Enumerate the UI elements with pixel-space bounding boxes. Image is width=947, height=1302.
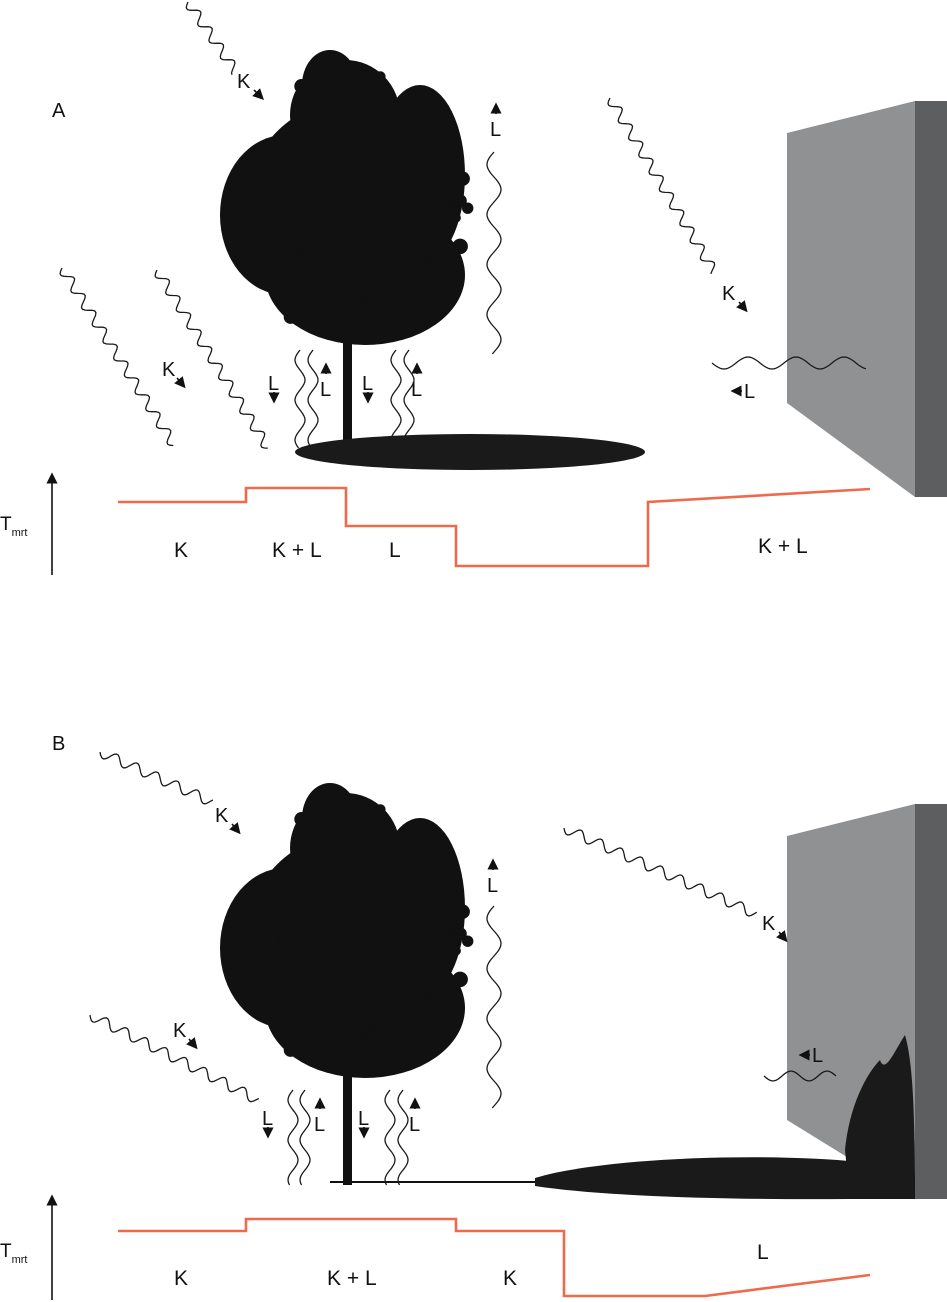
radiation-wave: [763, 1070, 837, 1082]
arrow-down-icon: [736, 300, 748, 313]
radiation-wave: [287, 1089, 299, 1186]
flux-label-l-up-1: L: [314, 1097, 326, 1136]
svg-text:L: L: [362, 373, 373, 395]
flux-label-k-wall: K: [762, 913, 788, 943]
svg-text:L: L: [320, 379, 331, 401]
building-wall: [787, 101, 947, 497]
flux-label-k-left: K: [173, 1020, 198, 1050]
svg-text:L: L: [314, 1114, 325, 1136]
arrow-down-icon: [186, 1037, 198, 1050]
flux-label-l-down-2: L: [358, 1108, 370, 1139]
radiation-wave: [397, 1089, 409, 1186]
flux-label-k-sky: K: [215, 805, 241, 835]
radiation-wave: [384, 1089, 396, 1186]
svg-text:K: K: [215, 805, 229, 827]
flux-label-l-wall: L: [730, 381, 755, 403]
tree-silhouette: [220, 783, 915, 1200]
zone-label: K: [174, 539, 188, 562]
radiation-waves: [89, 751, 837, 1186]
zone-label: K + L: [272, 539, 322, 562]
tree-silhouette: [220, 50, 645, 470]
zone-label: L: [389, 539, 401, 562]
flux-label-l-up-open: L: [490, 102, 502, 141]
svg-text:K: K: [722, 283, 736, 305]
arrow-down-icon: [229, 822, 241, 835]
svg-text:L: L: [268, 373, 279, 395]
zone-label: L: [757, 1241, 769, 1264]
svg-text:L: L: [411, 379, 422, 401]
svg-text:L: L: [744, 381, 755, 403]
flux-label-l-down-2: L: [362, 373, 374, 404]
zone-label: K: [503, 1267, 517, 1290]
svg-text:L: L: [487, 875, 498, 897]
tmrt-axis-label: Tmrt: [0, 514, 28, 539]
building-wall: [787, 804, 947, 1199]
flux-label-l-up-2: L: [411, 362, 423, 401]
radiation-wave: [390, 349, 402, 441]
tree-shadow: [295, 434, 645, 470]
zone-label: K + L: [327, 1267, 377, 1290]
svg-text:L: L: [812, 1045, 823, 1067]
wall-shadow: [845, 1035, 915, 1199]
svg-text:L: L: [409, 1114, 420, 1136]
radiation-wave: [154, 269, 268, 449]
svg-text:L: L: [490, 119, 501, 141]
svg-text:K: K: [173, 1020, 187, 1042]
radiation-wave: [294, 349, 306, 449]
zone-label: K + L: [758, 535, 808, 558]
flux-label-l-down-1: L: [262, 1108, 274, 1139]
tmrt-profile: [118, 1217, 871, 1298]
radiation-wave: [307, 349, 319, 449]
radiation-wave: [563, 827, 758, 917]
radiation-wave: [486, 151, 502, 355]
flux-label-k-wall: K: [722, 283, 748, 313]
radiation-wave: [711, 356, 867, 370]
flux-label-l-up-1: L: [320, 362, 332, 401]
radiation-wave: [89, 1014, 260, 1103]
arrow-down-icon: [776, 930, 788, 943]
radiation-wave: [99, 751, 214, 805]
radiation-waves: [59, 1, 867, 449]
arrow-down-icon: [174, 376, 186, 389]
radiation-wave: [59, 267, 174, 447]
svg-text:L: L: [262, 1108, 273, 1130]
svg-text:K: K: [762, 913, 776, 935]
panel-b: B K K K L: [0, 733, 947, 1300]
arrow-down-icon: [252, 88, 264, 100]
radiation-wave: [607, 97, 716, 275]
flux-label-k-left: K: [162, 359, 186, 389]
building-shadow: [535, 1157, 915, 1200]
tmrt-profile: [118, 486, 871, 568]
svg-text:L: L: [358, 1108, 369, 1130]
flux-label-l-up-open: L: [487, 858, 499, 897]
panel-letter-a: A: [52, 100, 66, 122]
svg-text:K: K: [237, 71, 251, 93]
flux-label-l-up-2: L: [409, 1097, 421, 1136]
flux-label-k-sky: K: [237, 71, 264, 100]
flux-label-l-wall: L: [798, 1045, 823, 1067]
panel-a: A K K K L: [0, 1, 947, 575]
radiation-wave: [185, 1, 236, 75]
svg-text:K: K: [162, 359, 176, 381]
panel-letter-b: B: [52, 733, 65, 755]
zone-label: K: [174, 1267, 188, 1290]
flux-label-l-down-1: L: [268, 373, 280, 404]
radiation-wave: [486, 905, 502, 1109]
tmrt-axis-label: Tmrt: [0, 1241, 28, 1266]
radiation-wave: [403, 349, 415, 441]
radiation-wave: [299, 1089, 311, 1186]
